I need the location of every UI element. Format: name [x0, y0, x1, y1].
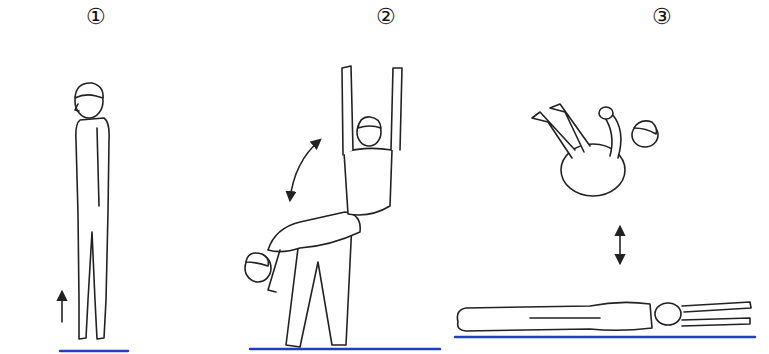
floor-line	[60, 350, 128, 353]
bending-figure	[245, 66, 440, 349]
floor-line	[250, 348, 440, 351]
callout-number: ③	[652, 6, 672, 28]
standing-figure	[60, 83, 128, 351]
motion-arrow	[619, 227, 621, 263]
tucked-figure	[532, 104, 658, 263]
callout-number: ①	[86, 6, 106, 28]
callout-number: ②	[376, 6, 396, 28]
motion-arrow	[61, 292, 63, 322]
lying-figure	[455, 302, 755, 337]
floor-line	[455, 336, 755, 339]
motion-arrow	[290, 140, 320, 200]
